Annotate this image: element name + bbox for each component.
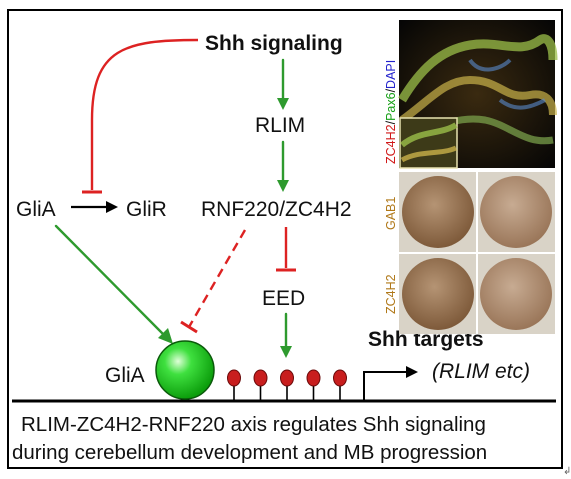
ihc-label-zc4h2: ZC4H2 (384, 274, 398, 314)
glir-label: GliR (126, 198, 167, 221)
arrow-glia-to-chromatin (54, 224, 166, 337)
page-end-mark: ↲ (563, 466, 571, 477)
arrowhead-glia-to-glir (106, 201, 118, 213)
rlim-label: RLIM (255, 114, 305, 137)
glia-chromatin-label: GliA (105, 364, 145, 387)
fluorescence-micrograph (398, 20, 558, 169)
transcription-start-arrow (363, 371, 408, 400)
shh-targets-detail: (RLIM etc) (432, 360, 530, 383)
inhibit-bar-glia-chromatin (180, 320, 198, 334)
activation-arrows (54, 58, 292, 358)
arrowhead-glia-to-chromatin (158, 328, 173, 344)
glia-label: GliA (16, 198, 56, 221)
histone-mark (333, 369, 347, 387)
histone-mark (306, 369, 321, 387)
arrowhead-shh-to-rlim (277, 98, 289, 110)
ihc-core-zc4h2-1 (402, 258, 474, 330)
inhibition-arrows (82, 38, 296, 334)
transcription-arrowhead (406, 366, 418, 378)
arrowhead-rlim-to-rnf220 (277, 180, 289, 192)
histone-mark (253, 369, 268, 387)
ihc-core-gab1-1 (402, 176, 474, 248)
rnf220-zc4h2-label: RNF220/ZC4H2 (201, 198, 352, 221)
histone-mark (227, 369, 241, 387)
arrowhead-eed-to-marks (280, 346, 292, 358)
caption-line-1: RLIM-ZC4H2-RNF220 axis regulates Shh sig… (21, 413, 486, 436)
ihc-micrograph-grid (399, 172, 555, 334)
histone-marks (227, 369, 347, 401)
glia-chromatin-sphere (155, 340, 215, 400)
eed-label: EED (262, 287, 305, 310)
shh-signaling-label: Shh signaling (205, 32, 343, 55)
ihc-core-gab1-2 (480, 176, 552, 248)
inhibit-shh-to-glir (90, 38, 199, 190)
histone-mark (280, 369, 294, 387)
ihc-core-zc4h2-2 (480, 258, 552, 330)
ihc-label-gab1: GAB1 (384, 197, 398, 230)
inhibit-rnf220-to-glia-dashed (187, 229, 247, 328)
caption-line-2: during cerebellum development and MB pro… (12, 441, 487, 464)
fluorescence-label: ZC4H2/Pax6/DAPI (384, 60, 398, 164)
